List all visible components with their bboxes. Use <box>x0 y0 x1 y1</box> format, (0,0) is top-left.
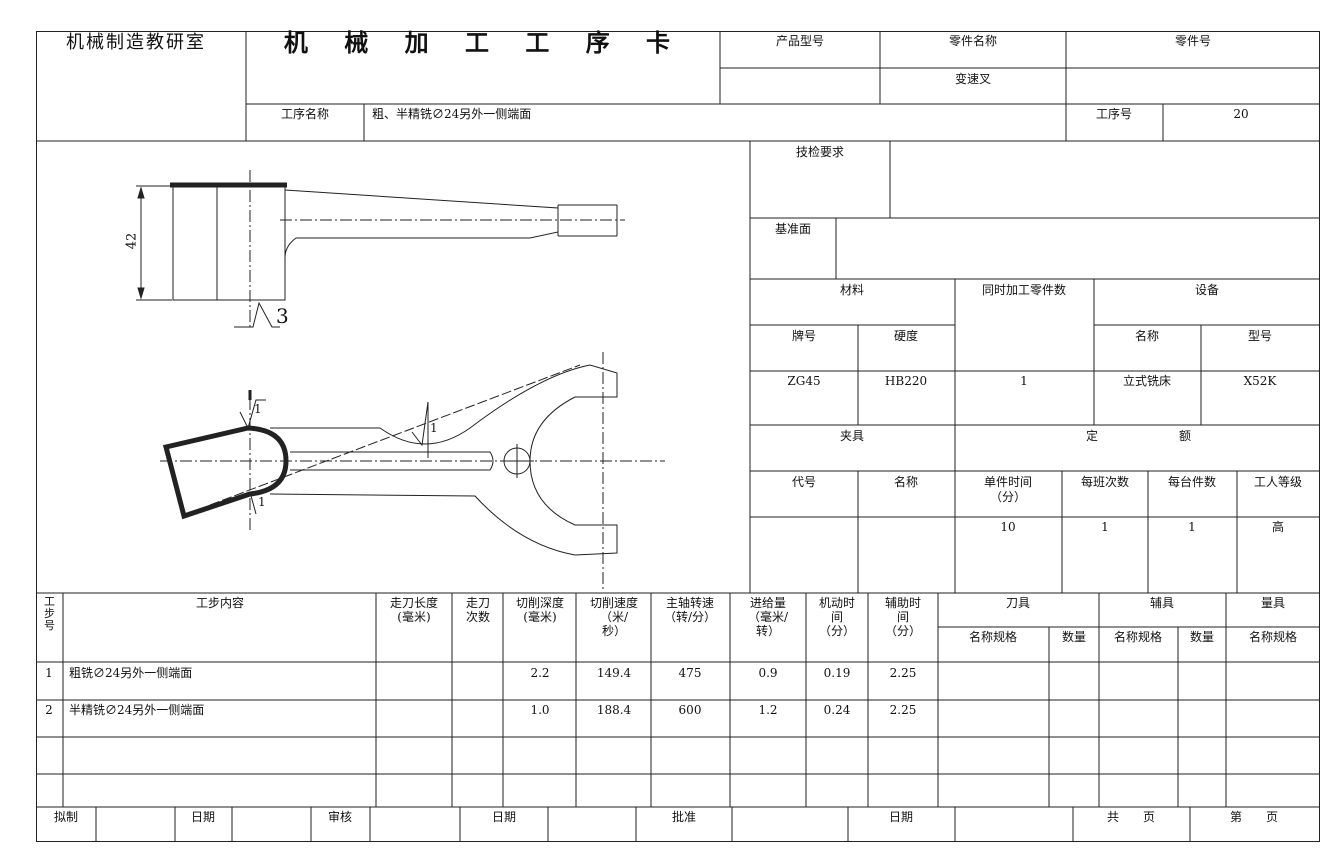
travel-len-header: 走刀长度(毫米) <box>389 596 439 624</box>
card-title: 机 械 加 工 工 序 卡 <box>283 28 685 57</box>
equip-model-label: 型号 <box>1247 329 1273 343</box>
grade-value: ZG45 <box>787 374 821 388</box>
per-shift-label: 每班次数 <box>1080 475 1130 489</box>
part-no-label: 零件号 <box>1174 34 1212 48</box>
equip-name-label: 名称 <box>1134 329 1160 343</box>
simul-parts-value: 1 <box>1020 374 1028 388</box>
inspection-label: 技检要求 <box>795 145 845 159</box>
step-row-2-rpm: 600 <box>678 703 702 717</box>
step-row-2-speed: 188.4 <box>596 703 632 717</box>
roughness-3: 3 <box>276 304 289 328</box>
date-label-1: 日期 <box>190 810 216 824</box>
process-name-label: 工序名称 <box>280 107 330 121</box>
passes-header: 走刀次数 <box>465 596 491 624</box>
step-row-1-depth: 2.2 <box>530 666 550 680</box>
date-label-2: 日期 <box>491 810 517 824</box>
step-row-2-depth: 1.0 <box>530 703 550 717</box>
roughness-1-bottom: 1 <box>258 495 266 509</box>
machine-time-header: 机动时间（分） <box>818 596 856 638</box>
approved-label: 批准 <box>671 810 697 824</box>
aux-time-header: 辅助时间（分） <box>884 596 922 638</box>
accessory-spec-header: 名称规格 <box>1113 630 1163 644</box>
dimension-42: 42 <box>124 232 140 250</box>
process-no-value: 20 <box>1233 107 1249 121</box>
lab-name: 机械制造教研室 <box>66 32 206 53</box>
material-label: 材料 <box>839 283 865 297</box>
quota-label-1: 定 <box>1085 429 1099 443</box>
gauge-header: 量具 <box>1260 596 1286 610</box>
part-name-value: 变速叉 <box>954 72 992 86</box>
page-no-label: 第 页 <box>1229 810 1279 824</box>
total-pages-label: 共 页 <box>1106 810 1156 824</box>
content-header: 工步内容 <box>195 596 245 610</box>
date-label-3: 日期 <box>888 810 914 824</box>
cut-depth-header: 切削深度(毫米) <box>515 596 565 624</box>
grade-label: 牌号 <box>791 329 817 343</box>
spindle-header: 主轴转速（转/分） <box>663 596 717 624</box>
tool-header: 刀具 <box>1005 596 1031 610</box>
per-machine-value: 1 <box>1188 520 1196 534</box>
unit-time-label: 单件时间 <box>983 475 1033 489</box>
worker-grade-label: 工人等级 <box>1253 475 1303 489</box>
unit-time-value: 10 <box>1000 520 1016 534</box>
accessory-header: 辅具 <box>1149 596 1175 610</box>
fixture-name-label: 名称 <box>893 475 919 489</box>
step-row-1-content: 粗铣∅24另外一侧端面 <box>69 666 193 680</box>
step-row-2-atime: 2.25 <box>889 703 917 717</box>
worker-grade-value: 高 <box>1271 520 1285 534</box>
step-row-1-rpm: 475 <box>678 666 702 680</box>
step-row-2-no: 2 <box>45 703 53 717</box>
step-row-1-feed: 0.9 <box>758 666 778 680</box>
step-row-1-speed: 149.4 <box>596 666 632 680</box>
per-shift-value: 1 <box>1101 520 1109 534</box>
accessory-qty-header: 数量 <box>1189 630 1215 644</box>
step-row-2-content: 半精铣∅24另外一侧端面 <box>69 703 205 717</box>
part-name-label: 零件名称 <box>948 34 998 48</box>
simul-parts-label: 同时加工零件数 <box>981 283 1067 297</box>
step-row-2-feed: 1.2 <box>758 703 778 717</box>
step-row-1-no: 1 <box>45 666 53 680</box>
roughness-1-mid: 1 <box>430 421 438 435</box>
cut-speed-header: 切削速度（米/秒） <box>589 596 639 638</box>
step-no-header: 工 步 号 <box>44 595 55 632</box>
per-machine-label: 每台件数 <box>1167 475 1217 489</box>
datum-label: 基准面 <box>774 222 812 236</box>
process-no-label: 工序号 <box>1095 107 1133 121</box>
gauge-spec-header: 名称规格 <box>1248 630 1298 644</box>
step-row-2-mtime: 0.24 <box>823 703 851 717</box>
hardness-value: HB220 <box>884 374 928 388</box>
quota-label-2: 额 <box>1178 429 1192 443</box>
tool-spec-header: 名称规格 <box>968 630 1018 644</box>
hardness-label: 硬度 <box>893 329 919 343</box>
equipment-label: 设备 <box>1194 283 1220 297</box>
reviewed-label: 审核 <box>327 810 353 824</box>
hub-outline <box>162 425 289 520</box>
product-model-label: 产品型号 <box>775 34 825 48</box>
fixture-label: 夹具 <box>839 429 865 443</box>
hub-body <box>172 185 286 301</box>
equip-model-value: X52K <box>1243 374 1277 388</box>
code-label: 代号 <box>791 475 817 489</box>
tool-qty-header: 数量 <box>1061 630 1087 644</box>
roughness-1-top: 1 <box>254 402 262 416</box>
process-name-value: 粗、半精铣∅24另外一侧端面 <box>372 107 532 121</box>
drafted-label: 拟制 <box>53 810 79 824</box>
feed-header: 进给量（毫米/转） <box>747 596 789 638</box>
step-row-1-atime: 2.25 <box>889 666 917 680</box>
step-row-1-mtime: 0.19 <box>823 666 851 680</box>
equip-name-value: 立式铣床 <box>1122 374 1172 388</box>
unit-time-unit: （分） <box>989 490 1027 504</box>
